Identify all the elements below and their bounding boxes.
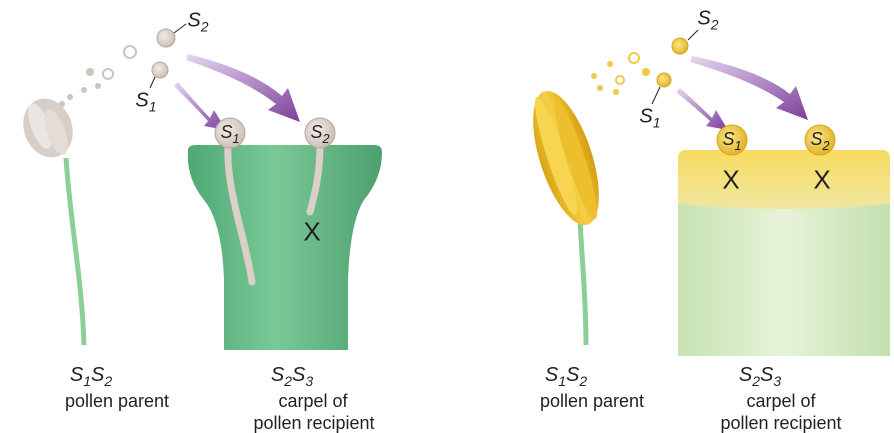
block-mark: X bbox=[722, 165, 739, 196]
filament-right bbox=[580, 220, 586, 345]
pollen-dust-left bbox=[59, 46, 136, 107]
stigma-label-s2-right: S2 bbox=[810, 129, 829, 153]
caption-carpel-of-left: carpel of bbox=[278, 391, 347, 411]
grain-label-s1-left: S1 bbox=[135, 90, 156, 115]
filament bbox=[66, 158, 84, 345]
pollen-grain-s1-left bbox=[152, 62, 168, 78]
arrow-s2-right bbox=[690, 56, 808, 120]
pollen-dust-right bbox=[591, 53, 650, 95]
carpel-right-stigma bbox=[678, 150, 890, 209]
pollen-grain-s2-right bbox=[672, 38, 688, 54]
block-mark: X bbox=[303, 217, 320, 248]
carpel-left bbox=[188, 145, 382, 350]
carpel-right-body bbox=[678, 196, 890, 356]
grain-label-s1-right: S1 bbox=[639, 106, 660, 131]
genotype-carpel-right: S2S3 bbox=[739, 365, 781, 391]
pollen-grain-s1-right bbox=[657, 73, 671, 87]
caption-carpel-of-right: carpel of bbox=[746, 391, 815, 411]
genotype-carpel-left: S2S3 bbox=[271, 365, 313, 391]
caption-pollen-recipient-right: pollen recipient bbox=[720, 413, 841, 433]
genotype-pollen-left: S1S2 bbox=[70, 365, 112, 391]
anther-right bbox=[520, 83, 613, 232]
stigma-label-s1-right: S1 bbox=[722, 129, 741, 153]
stigma-label-s2-left: S2 bbox=[310, 122, 329, 146]
anther-left bbox=[15, 92, 81, 165]
grain-label-s2-right: S2 bbox=[697, 8, 718, 33]
stigma-label-s1-left: S1 bbox=[220, 122, 239, 146]
caption-pollen-parent-right: pollen parent bbox=[540, 391, 644, 411]
grain-label-s2-left: S2 bbox=[187, 10, 208, 35]
arrow-s1-right bbox=[676, 88, 728, 130]
block-mark: X bbox=[813, 165, 830, 196]
caption-pollen-parent-left: pollen parent bbox=[65, 391, 169, 411]
caption-pollen-recipient-left: pollen recipient bbox=[253, 413, 374, 433]
pollen-grain-s2-left bbox=[157, 29, 175, 47]
arrow-s1-left bbox=[174, 82, 226, 130]
genotype-pollen-right: S1S2 bbox=[545, 365, 587, 391]
